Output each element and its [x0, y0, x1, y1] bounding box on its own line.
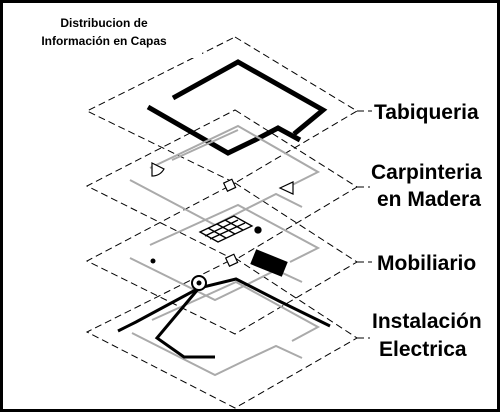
label-tabiqueria: Tabiqueria [374, 101, 479, 124]
layer-outline-instalacion [85, 257, 358, 409]
layer-outline-tabiqueria [85, 36, 358, 184]
label-mobiliario: Mobiliario [377, 252, 476, 275]
label-instalacion: Instalación Electrica [372, 310, 488, 361]
layer-outline-mobiliario [85, 182, 358, 335]
carpentry-plan [129, 124, 321, 227]
door-left-icon [151, 162, 165, 177]
furniture-square-icon [224, 253, 239, 268]
label-carpinteria: Carpinteria en Madera [371, 161, 488, 211]
sink-icon [254, 226, 262, 234]
door-right-icon [278, 181, 294, 195]
walls-plan [146, 59, 328, 156]
diagram-title: Distribucion de Información en Capas [6, 14, 202, 58]
bed-icon [250, 249, 288, 277]
lamp-dot-icon [150, 258, 156, 264]
kitchen-grid-icon [198, 215, 262, 243]
title-line-2: Información en Capas [41, 34, 167, 48]
electrical-plan [131, 280, 321, 377]
opening-square-icon [222, 178, 237, 193]
electrical-wiring [117, 277, 331, 359]
title-line-1: Distribucion de [60, 16, 148, 30]
door-icons [151, 162, 294, 195]
outlet-icon [191, 275, 207, 291]
